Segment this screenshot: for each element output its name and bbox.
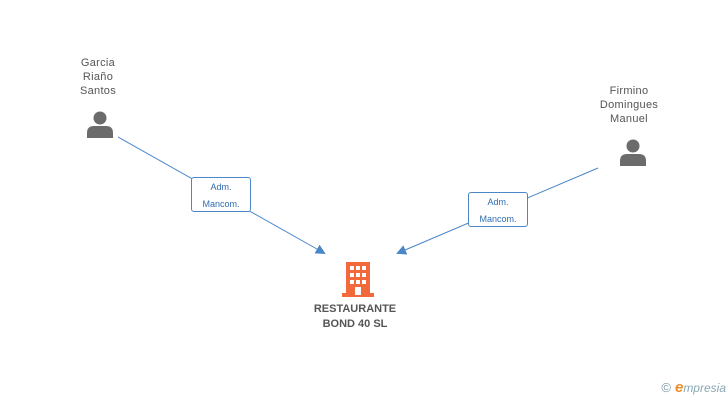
person-icon[interactable] bbox=[619, 138, 647, 166]
role-label-adm-mancom: Adm. Mancom. bbox=[468, 192, 528, 227]
brand-initial: e bbox=[674, 379, 684, 396]
role-label-adm-mancom: Adm. Mancom. bbox=[191, 177, 251, 212]
empresia-watermark: © e mpresia bbox=[661, 379, 726, 396]
copyright-symbol: © bbox=[661, 380, 671, 395]
person-icon[interactable] bbox=[86, 110, 114, 138]
person-name-firmino[interactable]: Firmino Domingues Manuel bbox=[599, 85, 659, 125]
building-icon[interactable] bbox=[342, 262, 374, 298]
person-name-garcia[interactable]: Garcia Riaño Santos bbox=[79, 57, 117, 97]
company-name[interactable]: RESTAURANTE BOND 40 SL bbox=[313, 303, 397, 330]
brand-text: mpresia bbox=[683, 380, 726, 395]
